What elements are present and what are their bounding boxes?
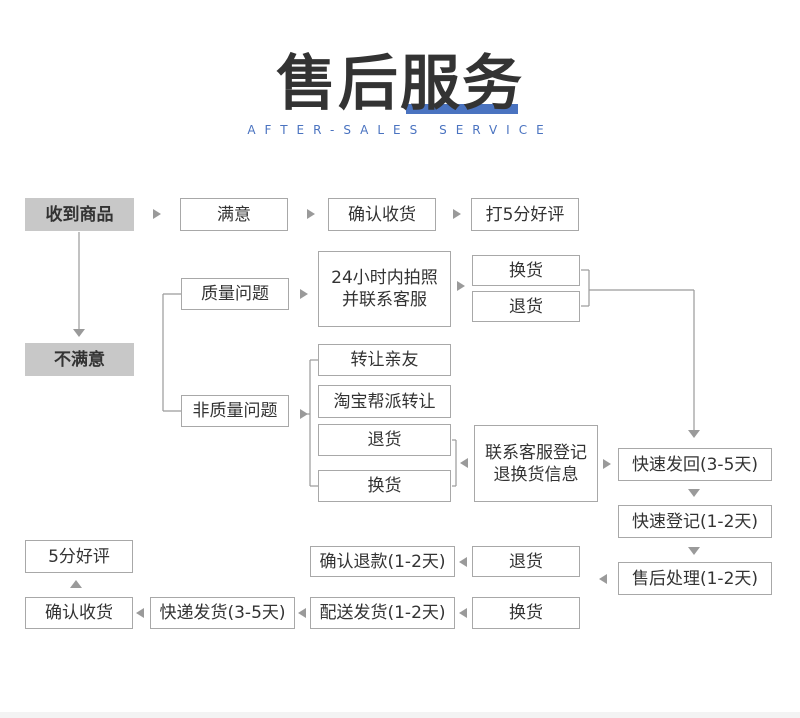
node-exchange-bottom: 换货	[472, 597, 580, 629]
arrow-right-icon	[453, 209, 461, 219]
bottom-divider	[0, 712, 800, 718]
node-return-bottom: 退货	[472, 546, 580, 577]
node-express-return: 快速发回(3-5天)	[618, 448, 772, 481]
arrow-left-icon	[599, 574, 607, 584]
arrow-left-icon	[460, 458, 468, 468]
arrow-down-icon	[688, 547, 700, 555]
arrow-down-icon	[688, 489, 700, 497]
page-title: 售后服务	[0, 48, 800, 120]
arrow-down-icon	[688, 430, 700, 438]
node-five-star: 打5分好评	[471, 198, 579, 231]
node-confirm-receipt-bottom: 确认收货	[25, 597, 133, 629]
arrow-right-icon	[300, 409, 308, 419]
arrow-left-icon	[459, 608, 467, 618]
arrow-right-icon	[307, 209, 315, 219]
node-quality-issue: 质量问题	[181, 278, 289, 310]
page-title-text: 售后服务	[276, 49, 524, 119]
node-give-friend: 转让亲友	[318, 344, 451, 376]
node-photo-line2: 并联系客服	[342, 290, 427, 310]
node-contact-line2: 退换货信息	[493, 464, 579, 485]
node-contact-register: 联系客服登记 退换货信息	[474, 425, 598, 502]
node-unsatisfied: 不满意	[25, 343, 134, 376]
node-express-register: 快速登记(1-2天)	[618, 505, 772, 538]
node-contact-line1: 联系客服登记	[485, 442, 587, 463]
node-after-sales-process: 售后处理(1-2天)	[618, 562, 772, 595]
arrow-right-icon	[300, 289, 308, 299]
node-non-quality-issue: 非质量问题	[181, 395, 289, 427]
node-received: 收到商品	[25, 198, 134, 231]
node-confirm-receipt-top: 确认收货	[328, 198, 436, 231]
node-confirm-refund: 确认退款(1-2天)	[310, 546, 455, 577]
arrow-right-icon	[153, 209, 161, 219]
page-subtitle: AFTER-SALES SERVICE	[247, 123, 553, 137]
node-satisfied: 满意	[180, 198, 288, 231]
arrow-right-icon	[457, 281, 465, 291]
arrow-left-icon	[136, 608, 144, 618]
node-exchange-mid: 换货	[318, 470, 451, 502]
node-photo-contact: 24小时内拍照 并联系客服	[318, 251, 451, 327]
arrow-down-icon	[73, 329, 85, 337]
node-taobao-help: 淘宝帮派转让	[318, 385, 451, 418]
node-exchange-top: 换货	[472, 255, 580, 286]
arrow-up-icon	[70, 580, 82, 588]
node-photo-line1: 24小时内拍照	[331, 268, 438, 288]
arrow-left-icon	[459, 557, 467, 567]
node-five-star-bottom: 5分好评	[25, 540, 133, 573]
title-underline-accent	[406, 104, 518, 114]
arrow-left-icon	[298, 608, 306, 618]
node-delivery-ship: 配送发货(1-2天)	[310, 597, 455, 629]
node-return-mid: 退货	[318, 424, 451, 456]
node-return-top: 退货	[472, 291, 580, 322]
node-express-ship: 快递发货(3-5天)	[150, 597, 295, 629]
arrow-right-icon	[603, 459, 611, 469]
